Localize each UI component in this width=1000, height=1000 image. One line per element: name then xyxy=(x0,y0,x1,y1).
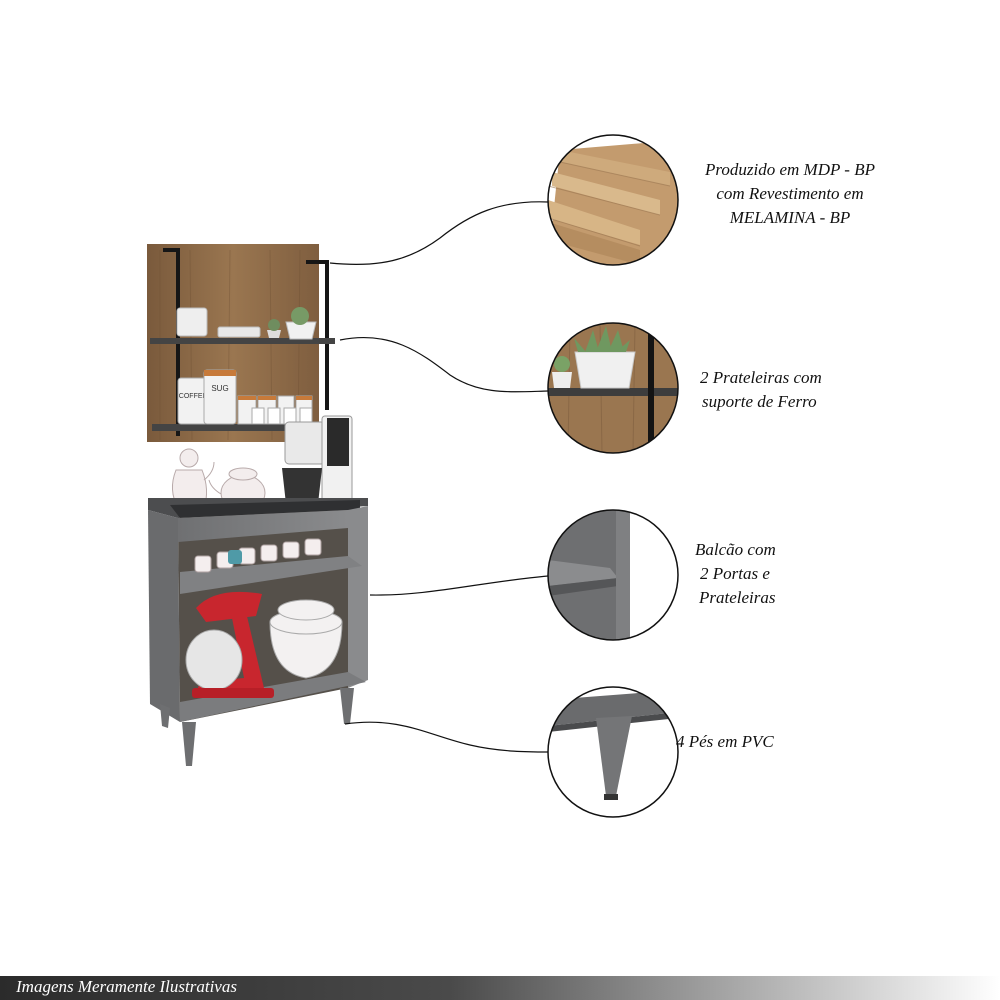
cabinet-leg-back-left xyxy=(160,704,170,728)
middle-shelf xyxy=(180,556,362,594)
callout-feet-line-1: 4 Pés em PVC xyxy=(676,732,774,751)
footer-disclaimer-text: Imagens Meramente Ilustrativas xyxy=(16,977,237,996)
callout-material-line-1: Produzido em MDP - BP xyxy=(705,160,875,179)
connector-material xyxy=(329,201,549,266)
callout-counter-line-3: Prateleiras xyxy=(699,588,776,607)
callout-material-line-3: MELAMINA - BP xyxy=(729,208,851,227)
callout-shelves-line-2: suporte de Ferro xyxy=(702,392,817,411)
detail-circle-shelves xyxy=(547,322,679,454)
iron-support-right xyxy=(306,260,329,410)
connector-counter xyxy=(369,575,549,596)
mixing-bowls xyxy=(269,599,343,679)
coffee-can-label: COFFEE xyxy=(179,393,208,400)
wall-shelf-unit: COFFEE SUG xyxy=(147,244,335,442)
stand-mixer xyxy=(185,591,274,698)
callout-material-line-2: com Revestimento em xyxy=(716,184,864,203)
callout-material-text: Produzido em MDP - BP com Revestimento e… xyxy=(680,158,900,230)
callout-connectors xyxy=(329,201,549,753)
upper-shelf xyxy=(150,338,335,344)
connector-shelves xyxy=(339,336,549,393)
lower-shelf xyxy=(152,424,332,431)
callout-counter-text: Balcão com 2 Portas e Prateleiras xyxy=(690,538,800,610)
cabinet-leg-front-left xyxy=(182,722,196,766)
iron-support-left xyxy=(163,248,180,436)
coffee-maker xyxy=(278,415,353,506)
detail-circle-counter xyxy=(547,509,679,641)
footer-disclaimer-bar: Imagens Meramente Ilustrativas xyxy=(0,976,1000,1000)
detail-circle-material xyxy=(547,134,679,266)
sugar-can-label: SUG xyxy=(211,384,228,393)
callout-shelves-line-1: 2 Prateleiras com xyxy=(700,368,822,387)
connector-feet xyxy=(344,721,549,753)
cabinet-leg-front-right xyxy=(340,688,354,724)
callout-counter-line-2: 2 Portas e xyxy=(700,564,770,583)
callout-shelves-text: 2 Prateleiras com suporte de Ferro xyxy=(690,366,840,414)
cabinet-right-side xyxy=(348,506,368,688)
callout-counter-line-1: Balcão com xyxy=(695,540,776,559)
cabinet-left-side xyxy=(148,510,180,722)
detail-circle-feet xyxy=(547,686,679,818)
gray-counter-cabinet xyxy=(148,498,368,766)
callout-feet-text: 4 Pés em PVC xyxy=(676,730,806,754)
